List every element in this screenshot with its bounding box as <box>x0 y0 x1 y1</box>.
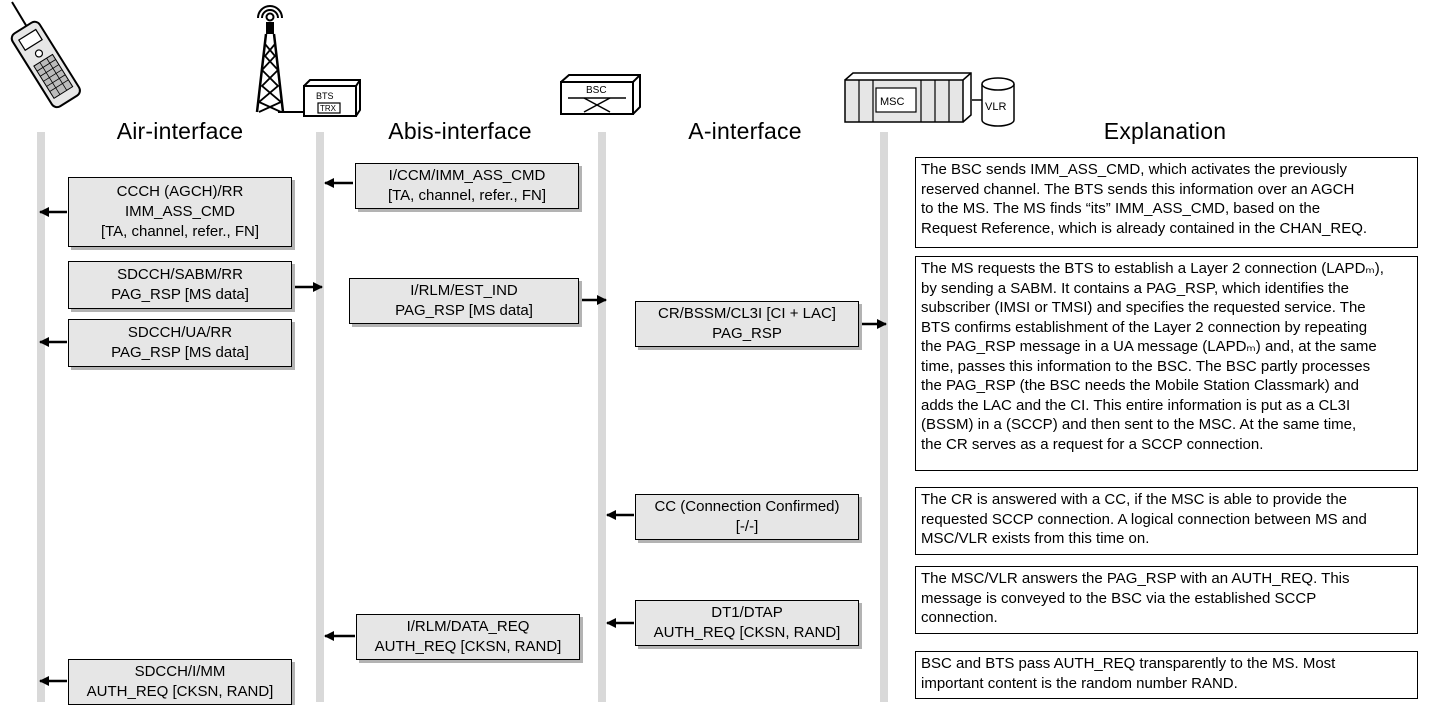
msg-air-imm-ass-cmd: CCCH (AGCH)/RR IMM_ASS_CMD [TA, channel,… <box>68 177 292 247</box>
lifeline-ms <box>37 132 45 702</box>
mobile-phone-icon <box>10 1 81 109</box>
msc-label: MSC <box>880 96 905 108</box>
msg-air-sabm: SDCCH/SABM/RR PAG_RSP [MS data] <box>68 261 292 309</box>
vlr-label: VLR <box>985 101 1006 113</box>
vlr-database-icon: VLR <box>972 77 1015 127</box>
msg-abis-data-req: I/RLM/DATA_REQ AUTH_REQ [CKSN, RAND] <box>356 614 580 660</box>
msg-abis-imm-ass-cmd: I/CCM/IMM_ASS_CMD [TA, channel, refer., … <box>355 163 579 209</box>
lifeline-bts <box>316 132 324 702</box>
header-air-interface: Air-interface <box>116 118 244 144</box>
lifeline-msc <box>880 132 888 702</box>
msg-a-cc: CC (Connection Confirmed) [-/-] <box>635 494 859 540</box>
header-a-interface: A-interface <box>688 118 802 144</box>
explanation-auth-req-transparent: BSC and BTS pass AUTH_REQ transparently … <box>915 651 1418 699</box>
msc-icon: MSC <box>844 72 972 123</box>
bts-icon: BTS TRX <box>278 79 361 117</box>
antenna-tower-icon <box>255 5 285 113</box>
explanation-imm-ass-cmd: The BSC sends IMM_ASS_CMD, which activat… <box>915 157 1418 248</box>
explanation-connection-confirmed: The CR is answered with a CC, if the MSC… <box>915 487 1418 555</box>
lifeline-bsc <box>598 132 606 702</box>
explanation-layer2-connection: The MS requests the BTS to establish a L… <box>915 256 1418 471</box>
bsc-label: BSC <box>586 85 607 96</box>
header-explanation: Explanation <box>1103 118 1227 144</box>
header-abis-interface: Abis-interface <box>388 118 532 144</box>
msg-air-ua: SDCCH/UA/RR PAG_RSP [MS data] <box>68 319 292 367</box>
bsc-icon: BSC <box>560 74 641 115</box>
explanation-auth-req-msc: The MSC/VLR answers the PAG_RSP with an … <box>915 566 1418 634</box>
msg-abis-est-ind: I/RLM/EST_IND PAG_RSP [MS data] <box>349 278 579 324</box>
msg-air-auth-req: SDCCH/I/MM AUTH_REQ [CKSN, RAND] <box>68 659 292 705</box>
trx-label: TRX <box>320 104 337 113</box>
msg-a-cr: CR/BSSM/CL3I [CI + LAC] PAG_RSP <box>635 301 859 347</box>
msg-a-dt1: DT1/DTAP AUTH_REQ [CKSN, RAND] <box>635 600 859 646</box>
bts-label: BTS <box>316 91 334 101</box>
